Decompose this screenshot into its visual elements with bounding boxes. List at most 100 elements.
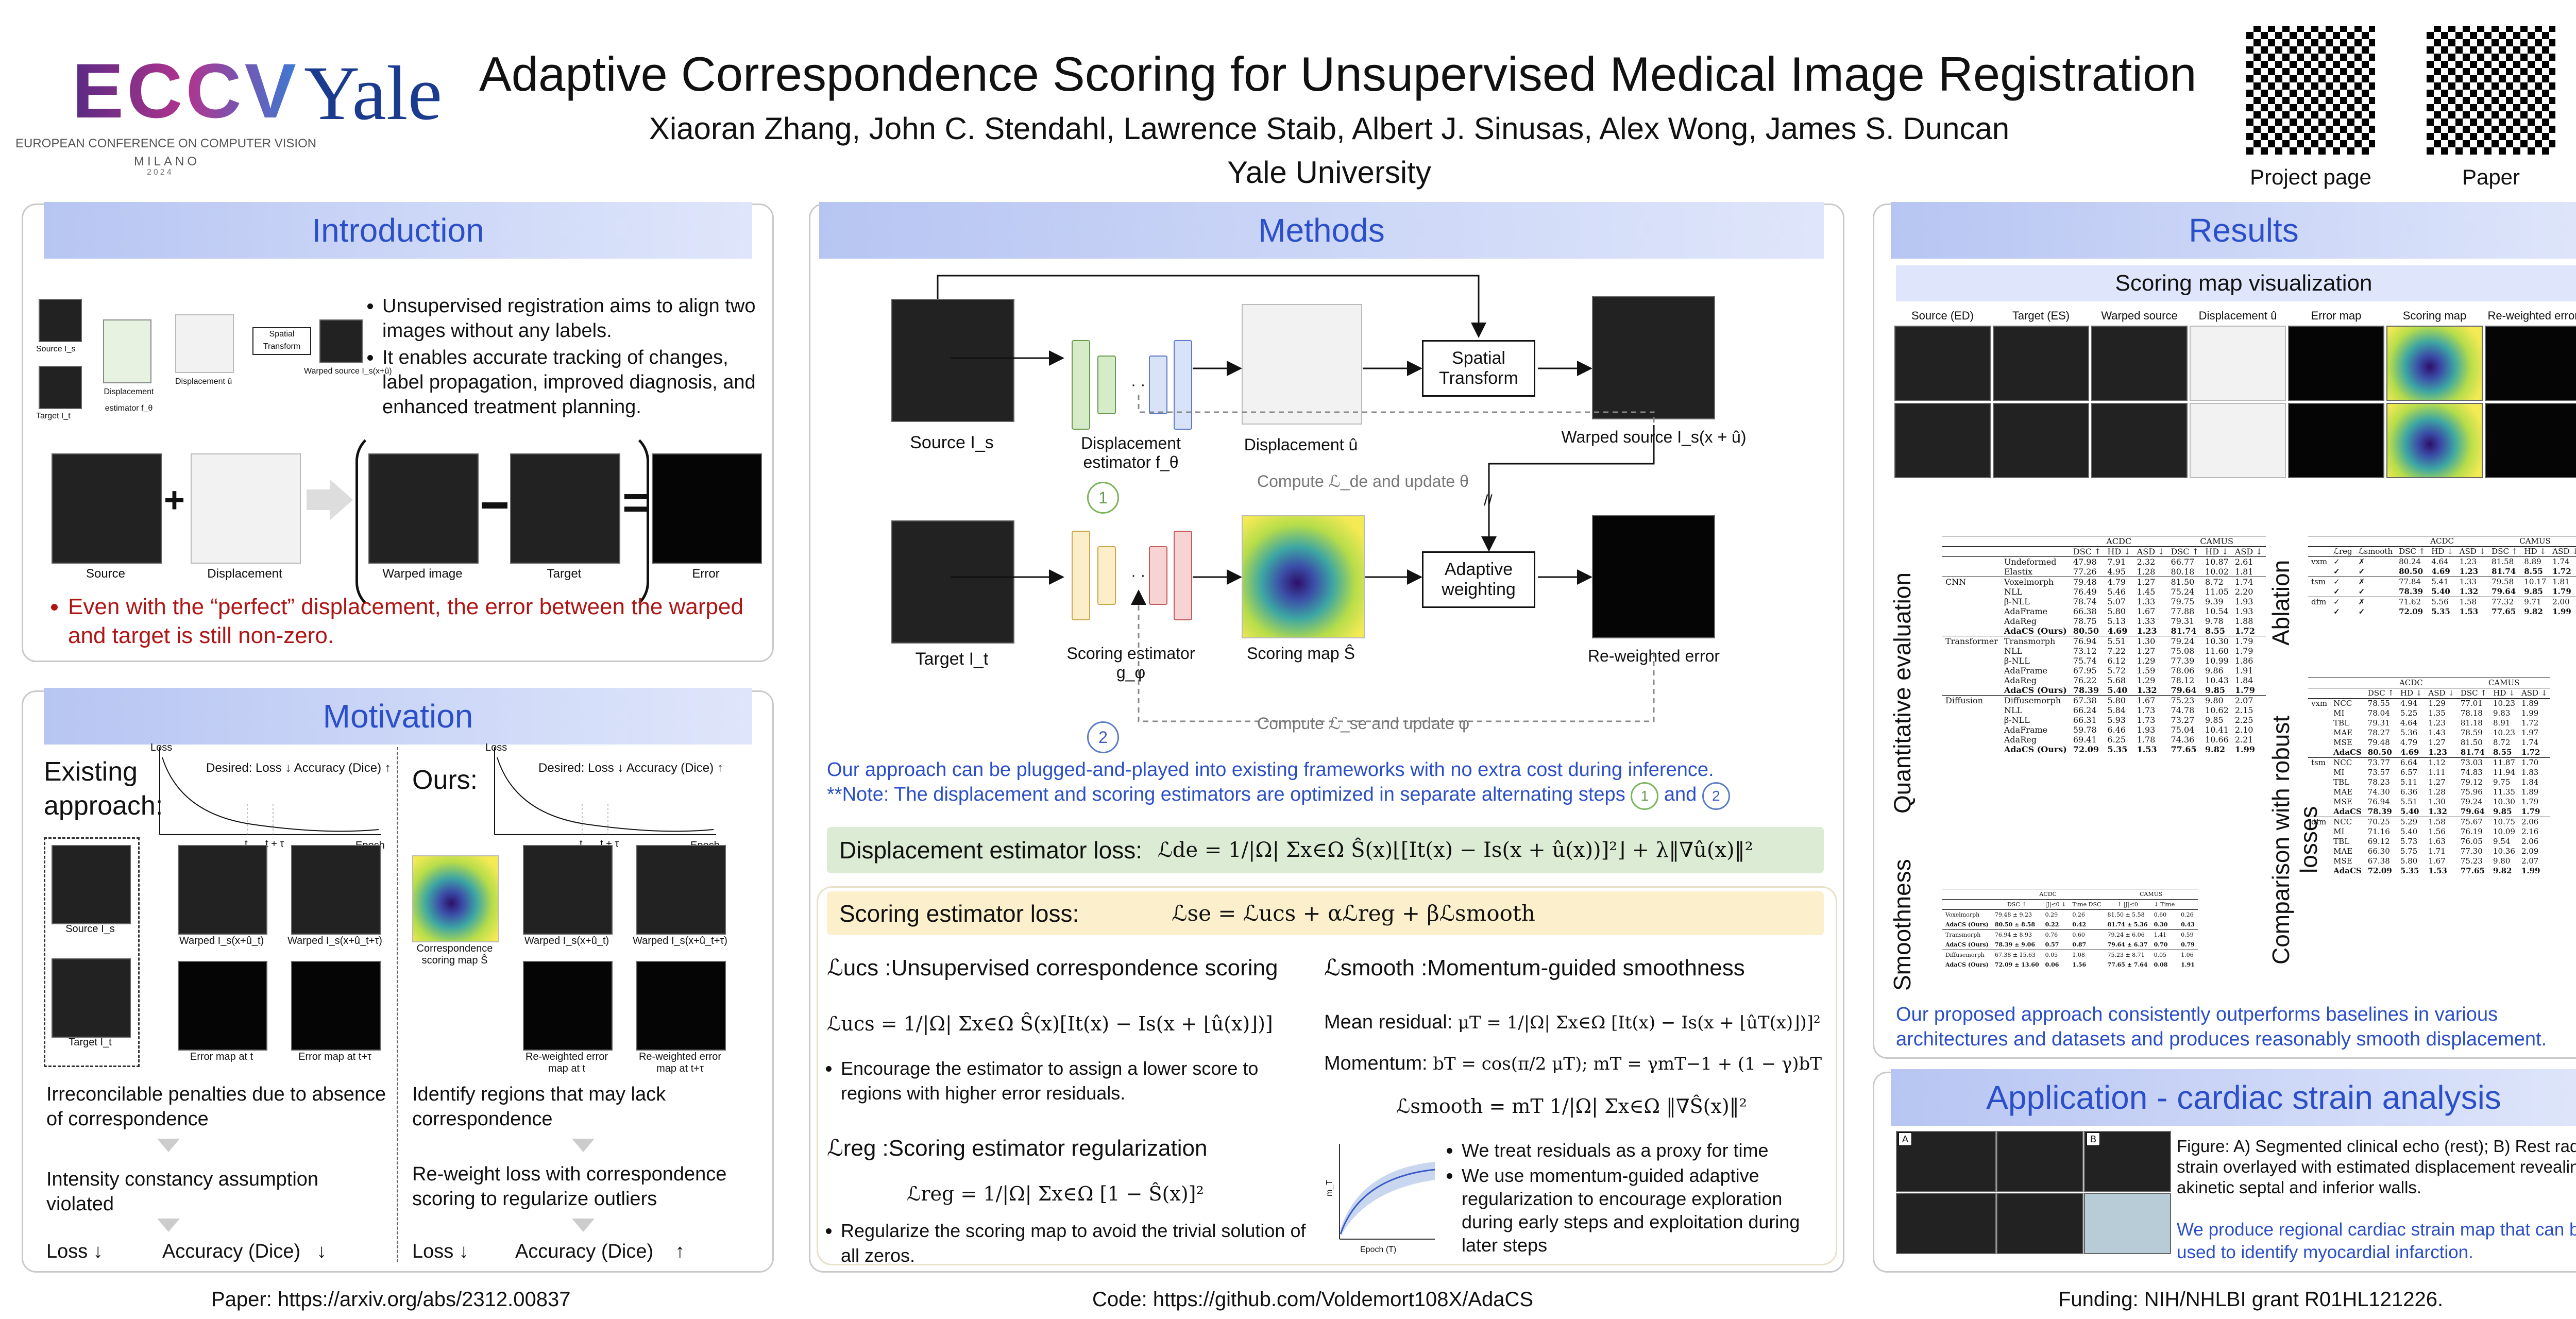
vis-col-label: Scoring map <box>2402 309 2467 322</box>
vis-cell-img <box>2386 403 2483 478</box>
yale-logo: Yale <box>304 50 443 136</box>
vis-cell-img <box>2288 403 2384 478</box>
vis-col-label: Error map <box>2311 309 2362 322</box>
ucs-eq: ℒucs = 1/|Ω| Σx∈Ω Ŝ(x)[It(x) − Is(x + ⌊û… <box>827 1012 1273 1035</box>
app-fig-a1 <box>1896 1131 1996 1192</box>
vis-col-label: Displacement û <box>2198 309 2277 322</box>
vis-cell-img <box>1894 403 1991 478</box>
motivation-left-acc: Accuracy (Dice) ↓ <box>162 1241 327 1262</box>
eccv-logo-city: MILANO <box>134 155 200 168</box>
vis-cell-img <box>1993 403 2089 478</box>
method-scoring-map-label: Scoring map Ŝ <box>1247 644 1355 663</box>
se-loss-box: Scoring estimator loss: ℒse = ℒucs + αℒr… <box>827 891 1824 935</box>
ucs-title: ℒucs :Unsupervised correspondence scorin… <box>827 955 1278 980</box>
quant-eval-label: Quantitative evaluation <box>1889 572 1916 814</box>
vis-cell-img <box>2091 403 2188 478</box>
method-warped-img <box>1592 296 1715 419</box>
motivation-source-cap: Source I_s <box>65 923 115 935</box>
motivation-r-error-tt-img <box>636 961 726 1051</box>
method-scoring-map-img <box>1242 515 1365 638</box>
footer-code-link[interactable]: Code: https://github.com/Voldemort108X/A… <box>1092 1288 1534 1311</box>
methods-note-2: **Note: The displacement and scoring est… <box>827 782 1832 810</box>
motivation-warped-tt-img <box>291 845 381 935</box>
methods-note-1: Our approach can be plugged-and-played i… <box>827 759 1714 781</box>
scoring-vis-header: Scoring map visualization <box>1896 265 2576 301</box>
de-loss-label: Displacement estimator loss: <box>839 837 1142 864</box>
motivation-right-arrow-1 <box>572 1139 595 1152</box>
compute-se-label: Compute ℒ_se and update φ <box>1257 714 1470 733</box>
qr-paper-label: Paper <box>2462 165 2520 189</box>
intro-bracket <box>355 430 649 613</box>
intro-error-label: Error <box>692 567 720 581</box>
ucs-bullet: Encourage the estimator to assign a lowe… <box>819 1056 1319 1108</box>
app-panel-b-label: B <box>2087 1132 2100 1146</box>
intro-displacement-img <box>191 453 301 564</box>
motivation-divider <box>397 747 398 1262</box>
motivation-right-loss: Loss ↓ <box>412 1241 469 1262</box>
method-displacement-img <box>1242 304 1362 425</box>
intro-warped-label: Warped image <box>382 567 463 581</box>
poster-authors: Xiaoran Zhang, John C. Stendahl, Lawrenc… <box>649 111 2010 146</box>
intro-target-img <box>510 453 620 564</box>
motivation-left-loss-plot <box>159 747 381 835</box>
app-fig-a3 <box>1996 1131 2083 1192</box>
poster-affiliation: Yale University <box>1227 155 1431 190</box>
scoring-estimator-net: · · <box>1072 531 1192 623</box>
vis-col-label: Source (ED) <box>1911 309 1974 322</box>
intro-error-img <box>652 453 762 564</box>
momentum-plot <box>1339 1144 1435 1240</box>
se-loss-frame <box>817 886 1837 1265</box>
motivation-r-warped-t-cap: Warped I_s(x+û_t) <box>524 935 609 946</box>
smooth-bullets: We treat residuals as a proxy for time W… <box>1440 1139 1832 1259</box>
vis-col-label: Warped source <box>2101 309 2178 322</box>
footer-funding: Funding: NIH/NHLBI grant R01HL121226. <box>2058 1288 2444 1311</box>
motivation-left-dashed-box <box>44 837 140 1067</box>
intro-header: Introduction <box>44 202 752 259</box>
motivation-r-warped-tt-cap: Warped I_s(x+û_t+τ) <box>633 935 727 946</box>
motivation-left-arrow-1 <box>157 1139 180 1152</box>
smooth-eq: ℒsmooth = mT 1/|Ω| Σx∈Ω ‖∇Ŝ(x)‖² <box>1396 1095 1747 1118</box>
app-fig-a4 <box>1996 1193 2083 1254</box>
footer-paper-link[interactable]: Paper: https://arxiv.org/abs/2312.00837 <box>211 1288 571 1311</box>
de-loss-eq: ℒde = 1/|Ω| Σx∈Ω Ŝ(x)⌊[It(x) − Is(x + û(… <box>1157 838 1753 862</box>
motivation-warped-t-cap: Warped I_s(x+û_t) <box>179 935 264 946</box>
motivation-right-t: t <box>580 838 583 850</box>
ablation-label: Ablation <box>2267 560 2294 646</box>
motivation-left-point-2: Intensity constancy assumption violated <box>46 1169 319 1215</box>
momentum-row: Momentum: bT = cos(π/2 μT); mT = γmT−1 +… <box>1324 1053 1822 1074</box>
motivation-warped-t-img <box>178 845 267 935</box>
poster-title: Adaptive Correspondence Scoring for Unsu… <box>479 47 2197 101</box>
vis-cell-img <box>2190 326 2286 401</box>
method-source-img <box>891 299 1014 422</box>
qr-paper[interactable] <box>2427 26 2555 155</box>
reg-bullet: Regularize the scoring map to avoid the … <box>819 1219 1319 1270</box>
motivation-left-t: t <box>245 838 248 850</box>
robust-loss-label: Comparison with robust losses <box>2267 715 2322 965</box>
qr-project-page[interactable] <box>2246 26 2375 155</box>
app-fig-a2 <box>1896 1193 1996 1254</box>
smoothness-label: Smoothness <box>1889 859 1916 991</box>
intro-mini-diagram: Source I_s Target I_t Displacement estim… <box>36 289 392 433</box>
motivation-left-point-1: Irreconcilable penalties due to absence … <box>46 1084 386 1130</box>
disp-estimator-net: · · <box>1072 340 1192 433</box>
results-summary: Our proposed approach consistently outpe… <box>1896 1004 2547 1050</box>
motivation-r-error-t-cap: Re-weighted error map at t <box>525 1051 608 1074</box>
motivation-warped-tt-cap: Warped I_s(x+û_t+τ) <box>287 935 382 946</box>
